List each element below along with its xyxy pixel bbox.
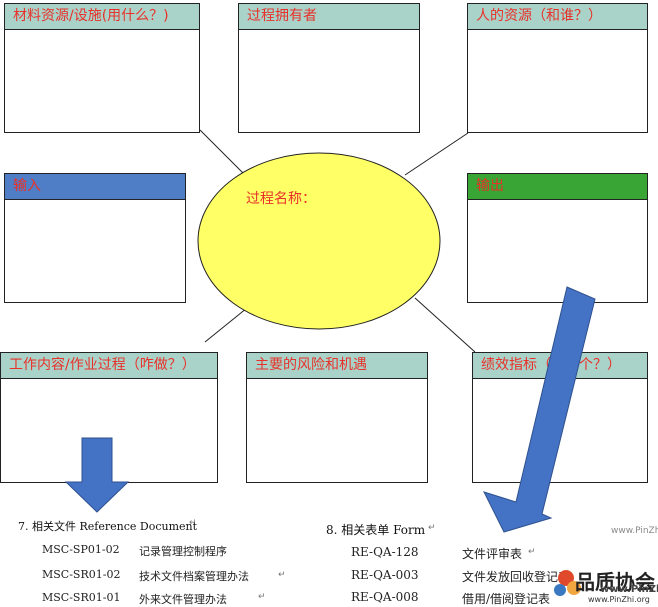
form-name: 文件发放回收登记表 — [462, 570, 571, 584]
reference-row: MSC-SP01-02 — [42, 543, 120, 556]
form-code: RE-QA-008 — [351, 590, 419, 604]
output-box: 输出 — [467, 173, 648, 303]
risks-box: 主要的风险和机遇 — [246, 352, 428, 483]
form-row: RE-QA-128 — [351, 545, 419, 559]
owner-header: 过程拥有者 — [239, 4, 419, 30]
materials-box: 材料资源/设施(用什么？) — [4, 3, 200, 133]
watermark-brand: 品质协会 — [575, 570, 655, 594]
down-arrow-right — [483, 286, 596, 533]
reference-code: MSC-SP01-02 — [42, 543, 120, 556]
reference-row: MSC-SR01-01 — [42, 591, 120, 604]
work-header: 工作内容/作业过程（咋做？） — [1, 353, 217, 379]
connector-people — [404, 132, 469, 176]
input-box: 输入 — [4, 173, 186, 303]
form-code: RE-QA-128 — [351, 545, 419, 559]
form-row: RE-QA-008 — [351, 590, 419, 604]
form-row: RE-QA-003 — [351, 568, 419, 582]
reference-code: MSC-SR01-02 — [42, 568, 121, 581]
logo-mark-orange — [567, 581, 581, 595]
form-name: 文件评审表 — [462, 547, 523, 561]
process-ellipse — [197, 152, 441, 330]
form-row-name: 文件评审表 — [462, 545, 522, 562]
return-mark: ↵ — [278, 570, 286, 580]
reference-name: 外来文件管理办法 — [139, 593, 227, 606]
return-mark: ↵ — [189, 518, 197, 528]
owner-box: 过程拥有者 — [238, 3, 420, 133]
reference-row-name: 技术文件档案管理办法 — [139, 568, 249, 584]
logo-mark-blue — [554, 584, 566, 596]
reference-row-name: 记录管理控制程序 — [139, 543, 227, 559]
reference-row: MSC-SR01-02 — [42, 568, 120, 581]
people-header: 人的资源（和谁？） — [468, 4, 647, 30]
materials-header: 材料资源/设施(用什么？) — [5, 4, 199, 30]
connector-work — [204, 307, 248, 343]
return-mark: ↵ — [528, 547, 536, 557]
connector-materials — [199, 129, 246, 176]
reference-title: 7. 相关文件 Reference Document — [18, 520, 198, 533]
form-row-name: 文件发放回收登记表 — [462, 568, 570, 585]
connector-kpi — [414, 297, 476, 353]
down-arrow-left — [64, 437, 130, 513]
watermark-site-small: www.PinZhi.org — [611, 526, 658, 536]
return-mark: ↵ — [258, 592, 266, 602]
risks-header: 主要的风险和机遇 — [247, 353, 427, 379]
form-code: RE-QA-003 — [351, 568, 419, 582]
reference-name: 记录管理控制程序 — [139, 545, 227, 558]
reference-row-name: 外来文件管理办法 — [139, 591, 227, 607]
form-name: 借用/借阅登记表 — [462, 592, 551, 606]
watermark-site-tiny: www.PinZhi.org — [588, 595, 650, 604]
reference-name: 技术文件档案管理办法 — [139, 570, 249, 583]
form-row-name: 借用/借阅登记表 — [462, 590, 550, 607]
return-mark: ↵ — [428, 523, 436, 533]
watermark-site: www.PinZhi.org — [600, 584, 658, 595]
logo-mark-red — [558, 570, 574, 586]
process-name-label: 过程名称： — [246, 191, 316, 207]
people-box: 人的资源（和谁？） — [467, 3, 648, 133]
input-header: 输入 — [5, 174, 185, 200]
forms-title: 8. 相关表单 Form — [326, 523, 426, 537]
output-header: 输出 — [468, 174, 647, 200]
reference-code: MSC-SR01-01 — [42, 591, 121, 604]
